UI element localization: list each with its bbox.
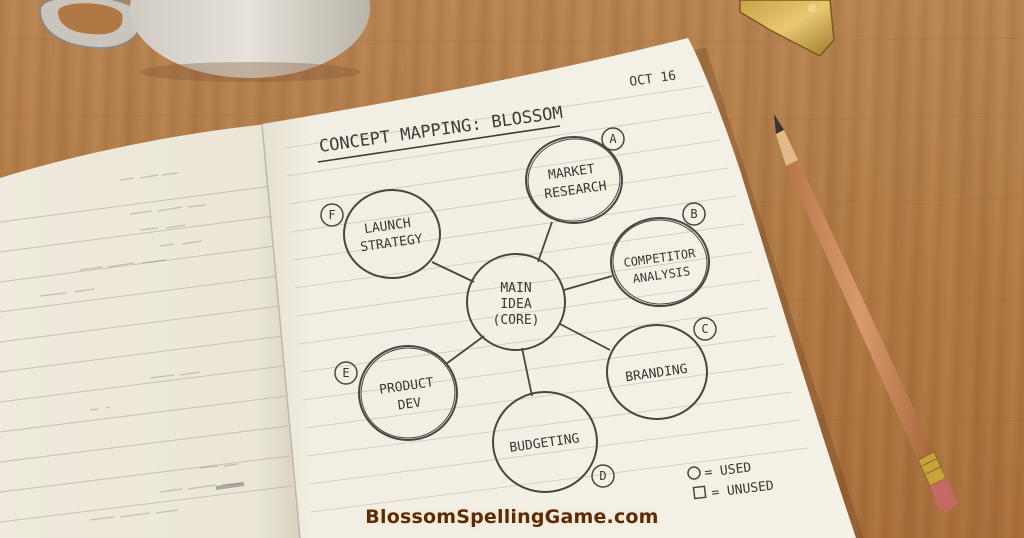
node-a-label-line-1: MARKET: [547, 162, 596, 183]
node-f-label-line-1: LAUNCH: [363, 216, 412, 237]
notebook-right-page: [261, 38, 856, 538]
node-e-label-line-2: DEV: [397, 395, 423, 413]
node-tags: A B C D E F: [320, 127, 717, 488]
node-circle-d: [492, 391, 598, 493]
used-symbol: [687, 466, 701, 480]
node-circle-e: [358, 345, 458, 441]
tag-a: A: [609, 132, 617, 146]
diagram-connectors: [431, 221, 613, 397]
tag-e: E: [342, 366, 349, 380]
tag-d: D: [599, 469, 606, 483]
legend-used: = USED: [704, 460, 753, 481]
center-label-line-2: IDEA: [500, 297, 531, 312]
tag-c: C: [701, 322, 708, 336]
tag-b: B: [690, 207, 697, 221]
pencil: [774, 114, 958, 512]
notebook-date: OCT 16: [628, 69, 677, 90]
notebook-left-page: [0, 124, 300, 538]
node-circle-a: [525, 136, 623, 224]
center-label-line-3: (CORE): [493, 313, 540, 328]
tag-f: F: [328, 208, 335, 222]
site-caption: BlossomSpellingGame.com: [365, 506, 659, 528]
center-circle: [466, 253, 566, 351]
center-label-line-1: MAIN: [500, 281, 531, 296]
diagram-circles: [343, 136, 710, 493]
node-circle-c: [606, 324, 708, 420]
unused-symbol: [692, 485, 707, 500]
node-circle-b: [610, 217, 710, 307]
brass-clip: [739, 0, 835, 57]
coffee-mug: [38, 0, 370, 82]
node-circle-f: [343, 189, 441, 279]
